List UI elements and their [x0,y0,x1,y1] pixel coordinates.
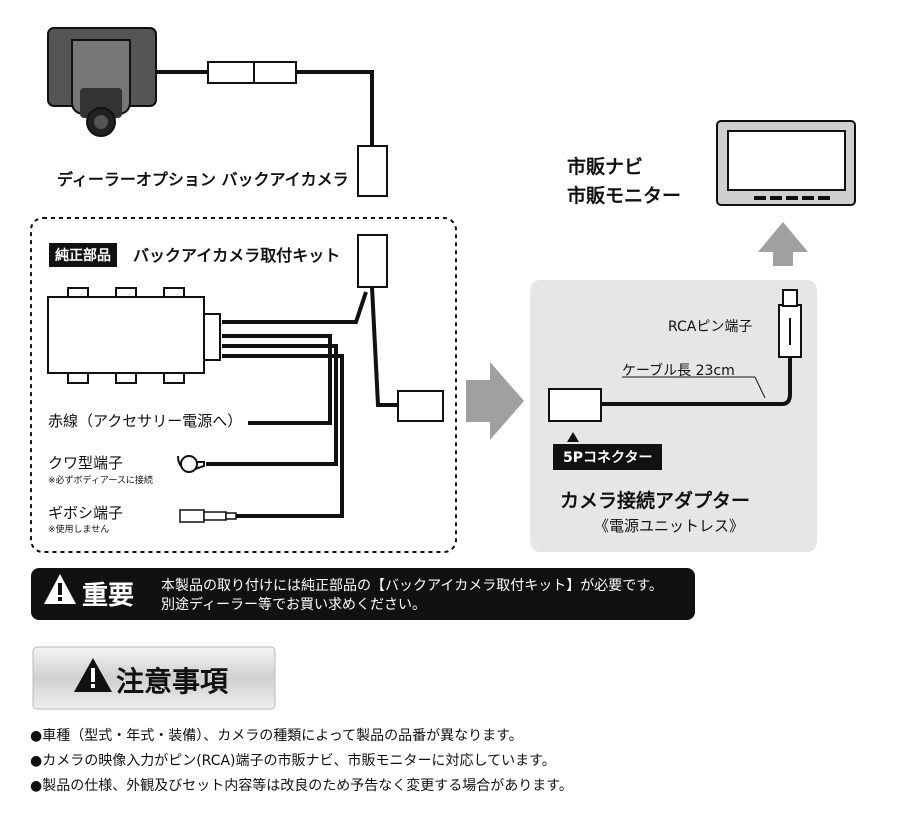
arrow-right-icon [466,362,524,440]
cable-length-label: ケーブル長 23cm [622,363,735,379]
nav-label: 市販ナビ [567,156,644,178]
giboshi-terminal-icon [179,509,237,523]
red-wire-label: 赤線（アクセサリー電源へ） [48,412,243,430]
camera-cable [156,70,374,146]
notes-title: 注意事項 [116,665,229,698]
note-item: ●製品の仕様、外観及びセット内容等は改良のため予告なく変更する場合があります。 [30,778,573,794]
monitor-icon [716,120,856,206]
connector-5p-label: 5Pコネクター [553,444,663,470]
adapter-subtitle: 《電源ユニットレス》 [594,517,745,535]
camera-connector [357,145,388,197]
adapter-cable [601,355,792,406]
kit-title: バックアイカメラ取付キット [133,246,341,265]
arrow-up-icon [758,222,808,266]
kit-connector [357,234,388,288]
inline-connector-a [207,61,255,84]
rca-plug-icon [778,289,802,358]
kuwa-terminal-label: クワ型端子 [48,454,124,472]
kit-box [30,217,457,553]
inline-connector-b [253,61,297,84]
camera-label: ディーラーオプション バックアイカメラ [57,170,349,189]
note-item: ●車種（型式・年式・装備）、カメラの種類によって製品の品番が異なります。 [30,728,523,744]
giboshi-terminal-note: ※使用しません [48,525,110,535]
rca-label: RCAピン端子 [668,319,753,335]
adapter-connector [548,388,602,422]
note-item: ●カメラの映像入力がピン(RCA)端子の市販ナビ、市販モニターに対応しています。 [30,753,556,769]
important-banner [31,568,695,620]
genuine-part-tag: 純正部品 [49,243,117,267]
kuwa-terminal-note: ※必ずボディアースに接続 [48,476,153,486]
giboshi-terminal-label: ギボシ端子 [48,504,124,522]
connector-pointer-icon [567,432,579,442]
kit-bottom-connector [397,390,444,422]
important-line-2: 別途ディーラー等でお買い求めください。 [161,597,427,613]
monitor-label: 市販モニター [567,185,682,207]
kit-unit [47,287,221,384]
kuwa-terminal-icon [177,455,205,473]
adapter-title: カメラ接続アダプター [560,490,751,512]
adapter-panel [530,280,817,552]
kit-wires [206,286,398,518]
important-heading: 重要 [82,581,135,611]
back-camera-icon [47,27,157,137]
important-line-1: 本製品の取り付けには純正部品の【バックアイカメラ取付キット】が必要です。 [161,578,663,594]
